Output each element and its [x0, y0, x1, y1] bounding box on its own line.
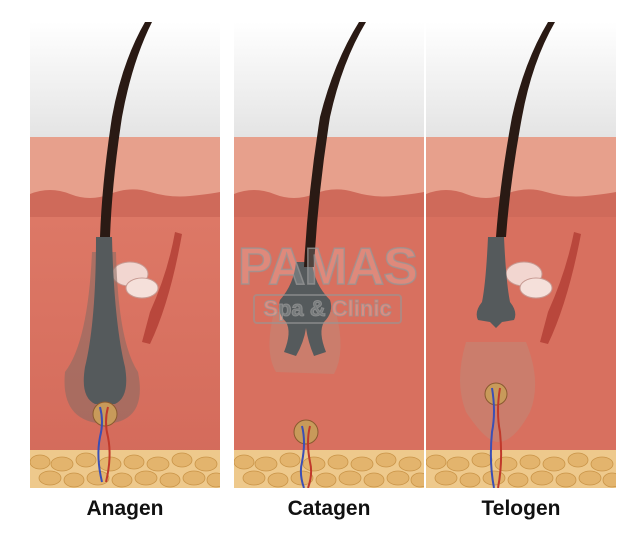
- fat-layer: [426, 450, 616, 488]
- arrector-muscle: [540, 232, 581, 344]
- telogen-illustration: [426, 22, 616, 488]
- sebaceous-gland: [505, 261, 553, 299]
- anagen-panel: [30, 22, 220, 488]
- catagen-panel: [234, 22, 424, 488]
- follicle: [269, 262, 341, 374]
- stage-label-catagen: Catagen: [287, 497, 371, 520]
- telogen-panel: [426, 22, 616, 488]
- papilla: [484, 382, 508, 488]
- stage-label-anagen: Anagen: [86, 497, 164, 520]
- arrector-muscle: [142, 232, 182, 344]
- fat-layer: [30, 450, 220, 488]
- hair-shaft: [100, 22, 152, 237]
- anagen-illustration: [30, 22, 220, 488]
- stage-label-telogen: Telogen: [481, 497, 561, 520]
- hair-shaft: [304, 22, 366, 267]
- hair-shaft: [496, 22, 555, 237]
- catagen-illustration: [234, 22, 424, 488]
- papilla: [293, 419, 319, 488]
- fat-layer: [234, 450, 424, 488]
- papilla: [92, 401, 118, 483]
- follicle: [64, 237, 140, 424]
